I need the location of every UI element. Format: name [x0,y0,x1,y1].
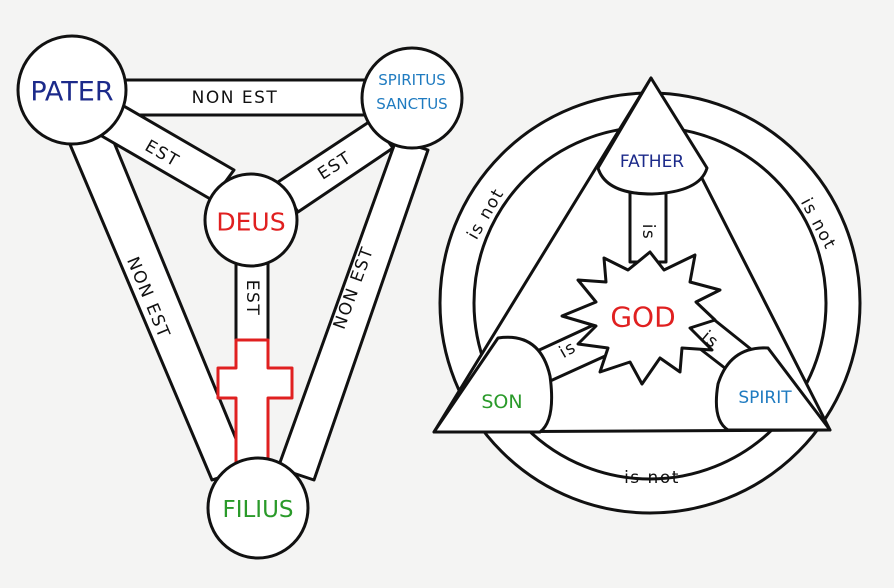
label-filius: FILIUS [222,497,293,523]
node-pater [16,34,128,146]
god-starburst [560,250,722,386]
node-son [432,335,554,434]
label-spiritus-line2: SANCTUS [376,95,447,113]
node-father [596,76,709,196]
right-trinity-diagram: FATHER GOD SON SPIRIT is is is is not is… [432,76,862,515]
label-link-deus-filius: EST [242,280,262,316]
node-spiritus-sanctus [360,46,464,150]
label-father: FATHER [620,152,684,172]
label-spiritus-line1: SPIRITUS [378,71,446,89]
left-trinity-diagram: PATER SPIRITUS SANCTUS DEUS FILIUS NON E… [16,34,464,560]
label-link-father-god: is [638,224,658,241]
label-pater: PATER [30,77,113,108]
label-ring-bottom: is not [624,468,680,488]
label-god: GOD [610,301,675,334]
label-link-top: NON EST [192,88,279,108]
node-filius [206,456,310,560]
label-son: SON [481,391,522,413]
node-deus [203,172,299,268]
node-spirit [714,346,832,432]
label-spirit: SPIRIT [738,388,792,408]
label-deus: DEUS [216,208,285,237]
